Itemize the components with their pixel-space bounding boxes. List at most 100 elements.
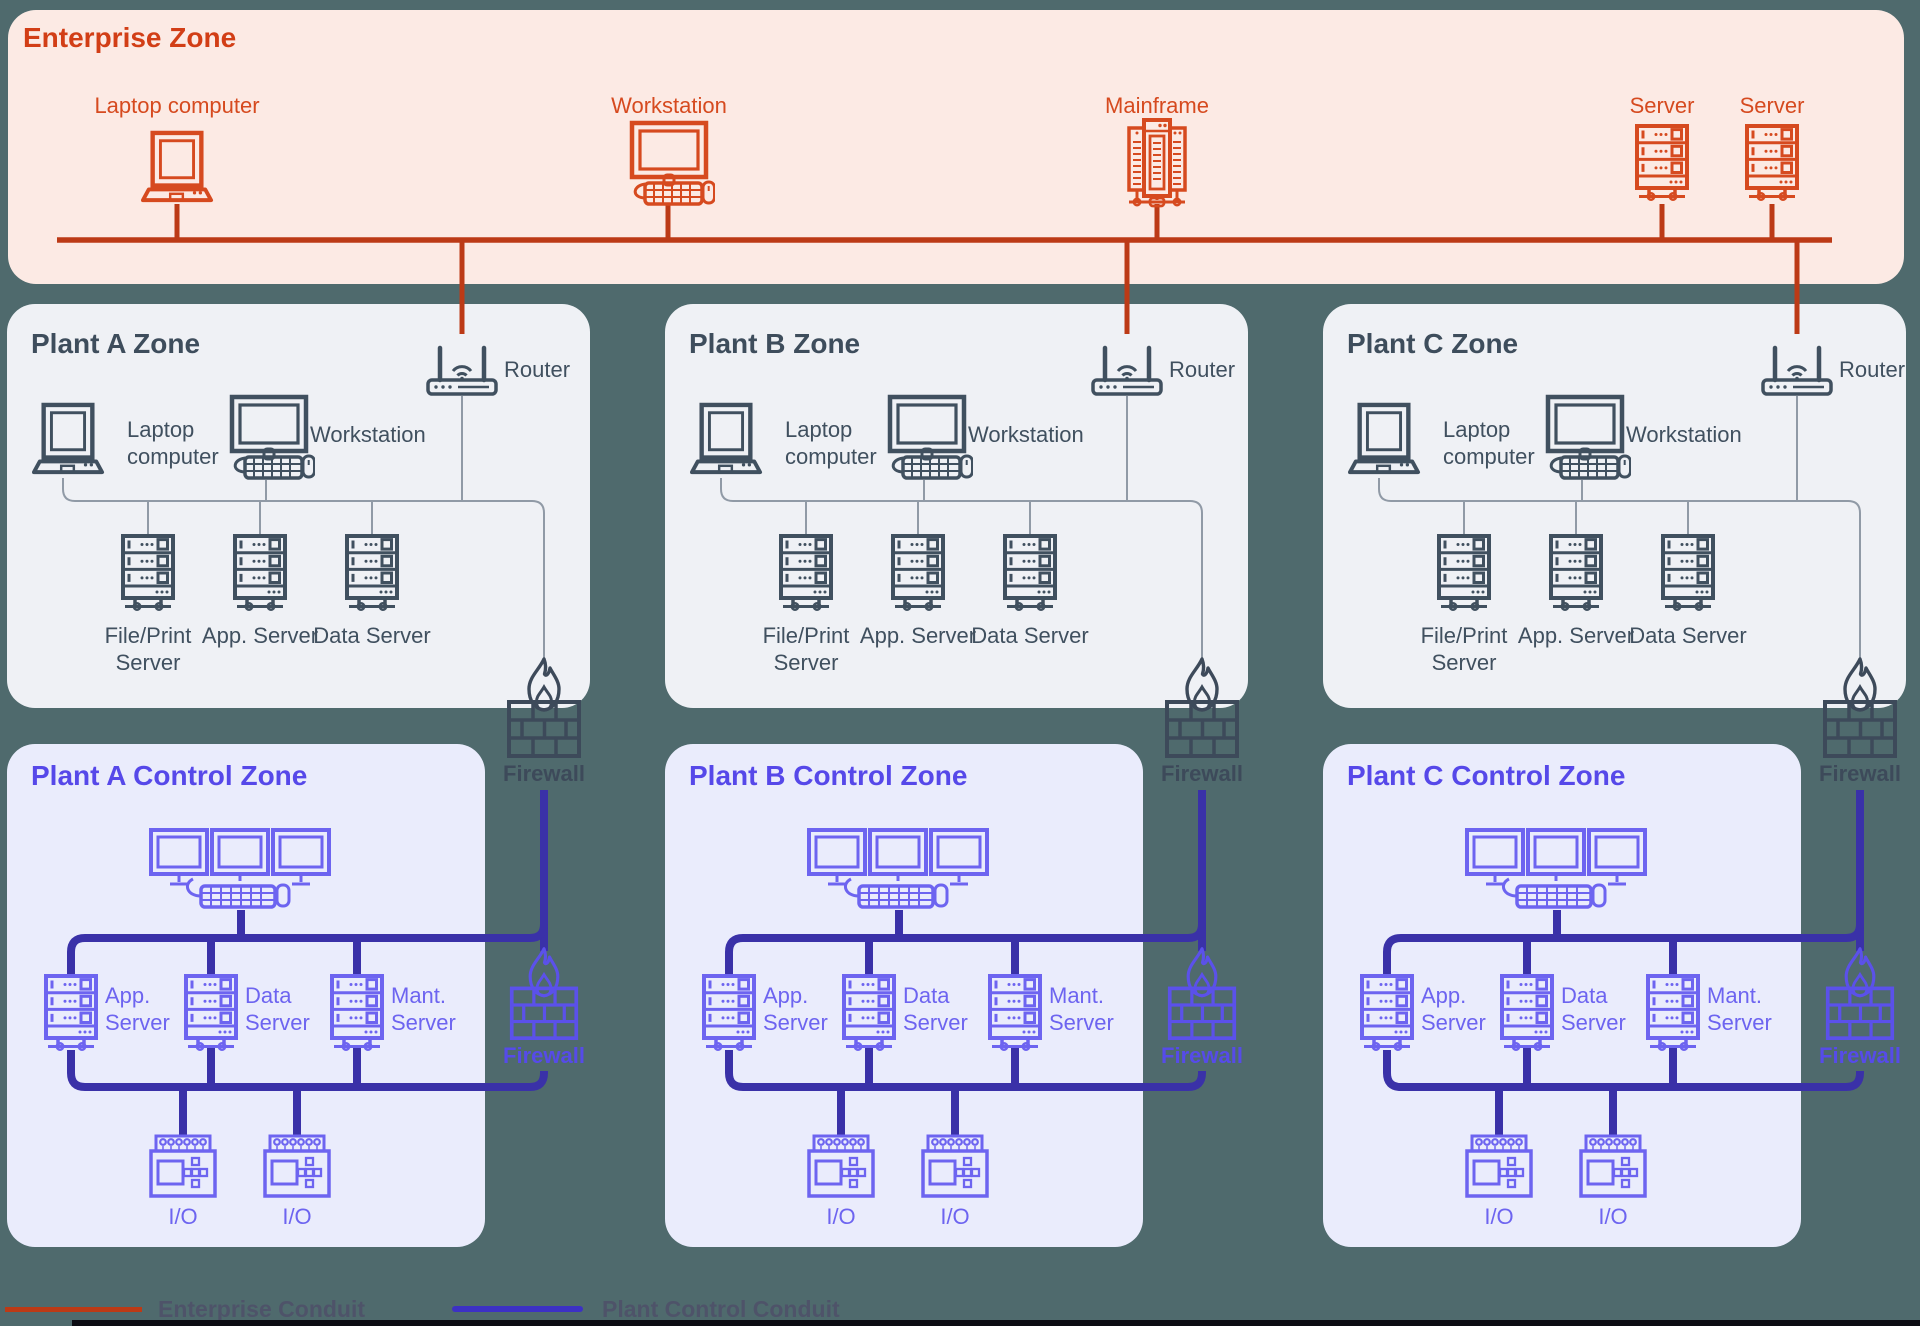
server-icon (1645, 974, 1701, 1056)
server-icon (1744, 124, 1800, 206)
legend-plant-control-conduit-line (452, 1306, 583, 1312)
router-icon (1761, 344, 1833, 396)
server-label: App. Server (859, 623, 977, 648)
plant-b-control-zone-title: Plant B Control Zone (689, 760, 968, 791)
laptop-icon (140, 130, 214, 206)
device-label-server-2: Server (1739, 93, 1805, 118)
server-label: Data Server (903, 983, 968, 1035)
io-device-icon (807, 1134, 875, 1198)
laptop-icon (31, 402, 105, 478)
io-device-icon (149, 1134, 217, 1198)
server-label: App. Server (201, 623, 319, 648)
server-icon (43, 974, 99, 1056)
router-label: Router (1169, 357, 1236, 382)
firewall-icon (1822, 656, 1898, 758)
io-device-icon (1579, 1134, 1647, 1198)
device-label-server-1: Server (1629, 93, 1695, 118)
firewall-label: Firewall (503, 761, 585, 786)
server-icon (1499, 974, 1555, 1056)
hmi-monitors-icon (1465, 828, 1649, 912)
laptop-label: Laptop computer (785, 417, 877, 469)
workstation-icon (623, 120, 715, 206)
server-icon (890, 534, 946, 616)
bottom-edge-bar (72, 1320, 1920, 1326)
router-label: Router (504, 357, 571, 382)
server-icon (1634, 124, 1690, 206)
mainframe-icon (1124, 118, 1190, 208)
workstation-label: Workstation (1626, 422, 1742, 447)
server-label: Data Server (313, 623, 431, 648)
server-label: Mant. Server (1707, 983, 1772, 1035)
server-icon (701, 974, 757, 1056)
laptop-label: Laptop computer (1443, 417, 1535, 469)
router-icon (1091, 344, 1163, 396)
plant-a-control-zone-title: Plant A Control Zone (31, 760, 308, 791)
server-icon (329, 974, 385, 1056)
device-label-mainframe: Mainframe (1105, 93, 1209, 118)
firewall-label: Firewall (1819, 1043, 1901, 1068)
firewall-icon (506, 656, 582, 758)
hmi-monitors-icon (807, 828, 991, 912)
laptop-label: Laptop computer (127, 417, 219, 469)
router-label: Router (1839, 357, 1906, 382)
firewall-label: Firewall (1161, 761, 1243, 786)
hmi-monitors-icon (149, 828, 333, 912)
server-label: App. Server (763, 983, 828, 1035)
server-icon (1548, 534, 1604, 616)
io-device-icon (1465, 1134, 1533, 1198)
plant-b-zone-title: Plant B Zone (689, 328, 861, 359)
firewall-label: Firewall (503, 1043, 585, 1068)
server-label: Data Server (1629, 623, 1747, 648)
io-label: I/O (168, 1204, 198, 1229)
legend-plant-control-conduit-label: Plant Control Conduit (602, 1296, 840, 1322)
server-icon (778, 534, 834, 616)
firewall-label: Firewall (1819, 761, 1901, 786)
server-label: Mant. Server (391, 983, 456, 1035)
server-label: Data Server (1561, 983, 1626, 1035)
legend-enterprise-conduit-label: Enterprise Conduit (158, 1296, 366, 1322)
server-label: App. Server (105, 983, 170, 1035)
workstation-icon (223, 394, 315, 480)
plant-c-zone-title: Plant C Zone (1347, 328, 1519, 359)
io-device-icon (921, 1134, 989, 1198)
server-label: File/Print Server (104, 623, 192, 675)
laptop-icon (689, 402, 763, 478)
io-label: I/O (826, 1204, 856, 1229)
server-icon (987, 974, 1043, 1056)
server-icon (1660, 534, 1716, 616)
server-label: File/Print Server (762, 623, 850, 675)
server-label: Data Server (245, 983, 310, 1035)
server-icon (232, 534, 288, 616)
server-icon (841, 974, 897, 1056)
server-icon (120, 534, 176, 616)
enterprise-zone-title: Enterprise Zone (23, 22, 237, 53)
firewall-icon (506, 946, 582, 1040)
server-icon (1002, 534, 1058, 616)
workstation-icon (881, 394, 973, 480)
workstation-label: Workstation (968, 422, 1084, 447)
plant-c-zone-box (1323, 304, 1906, 708)
workstation-icon (1539, 394, 1631, 480)
server-icon (344, 534, 400, 616)
server-icon (1359, 974, 1415, 1056)
server-icon (1436, 534, 1492, 616)
io-label: I/O (282, 1204, 312, 1229)
plant-a-zone-box (7, 304, 590, 708)
io-label: I/O (1484, 1204, 1514, 1229)
firewall-label: Firewall (1161, 1043, 1243, 1068)
server-label: Mant. Server (1049, 983, 1114, 1035)
firewall-icon (1822, 946, 1898, 1040)
server-label: App. Server (1517, 623, 1635, 648)
firewall-icon (1164, 656, 1240, 758)
device-label-workstation: Workstation (611, 93, 727, 118)
device-label-laptop: Laptop computer (94, 93, 260, 118)
server-label: App. Server (1421, 983, 1486, 1035)
legend-enterprise-conduit-line (5, 1307, 142, 1312)
server-label: File/Print Server (1420, 623, 1508, 675)
router-icon (426, 344, 498, 396)
io-device-icon (263, 1134, 331, 1198)
io-label: I/O (1598, 1204, 1628, 1229)
plant-c-control-zone-title: Plant C Control Zone (1347, 760, 1626, 791)
